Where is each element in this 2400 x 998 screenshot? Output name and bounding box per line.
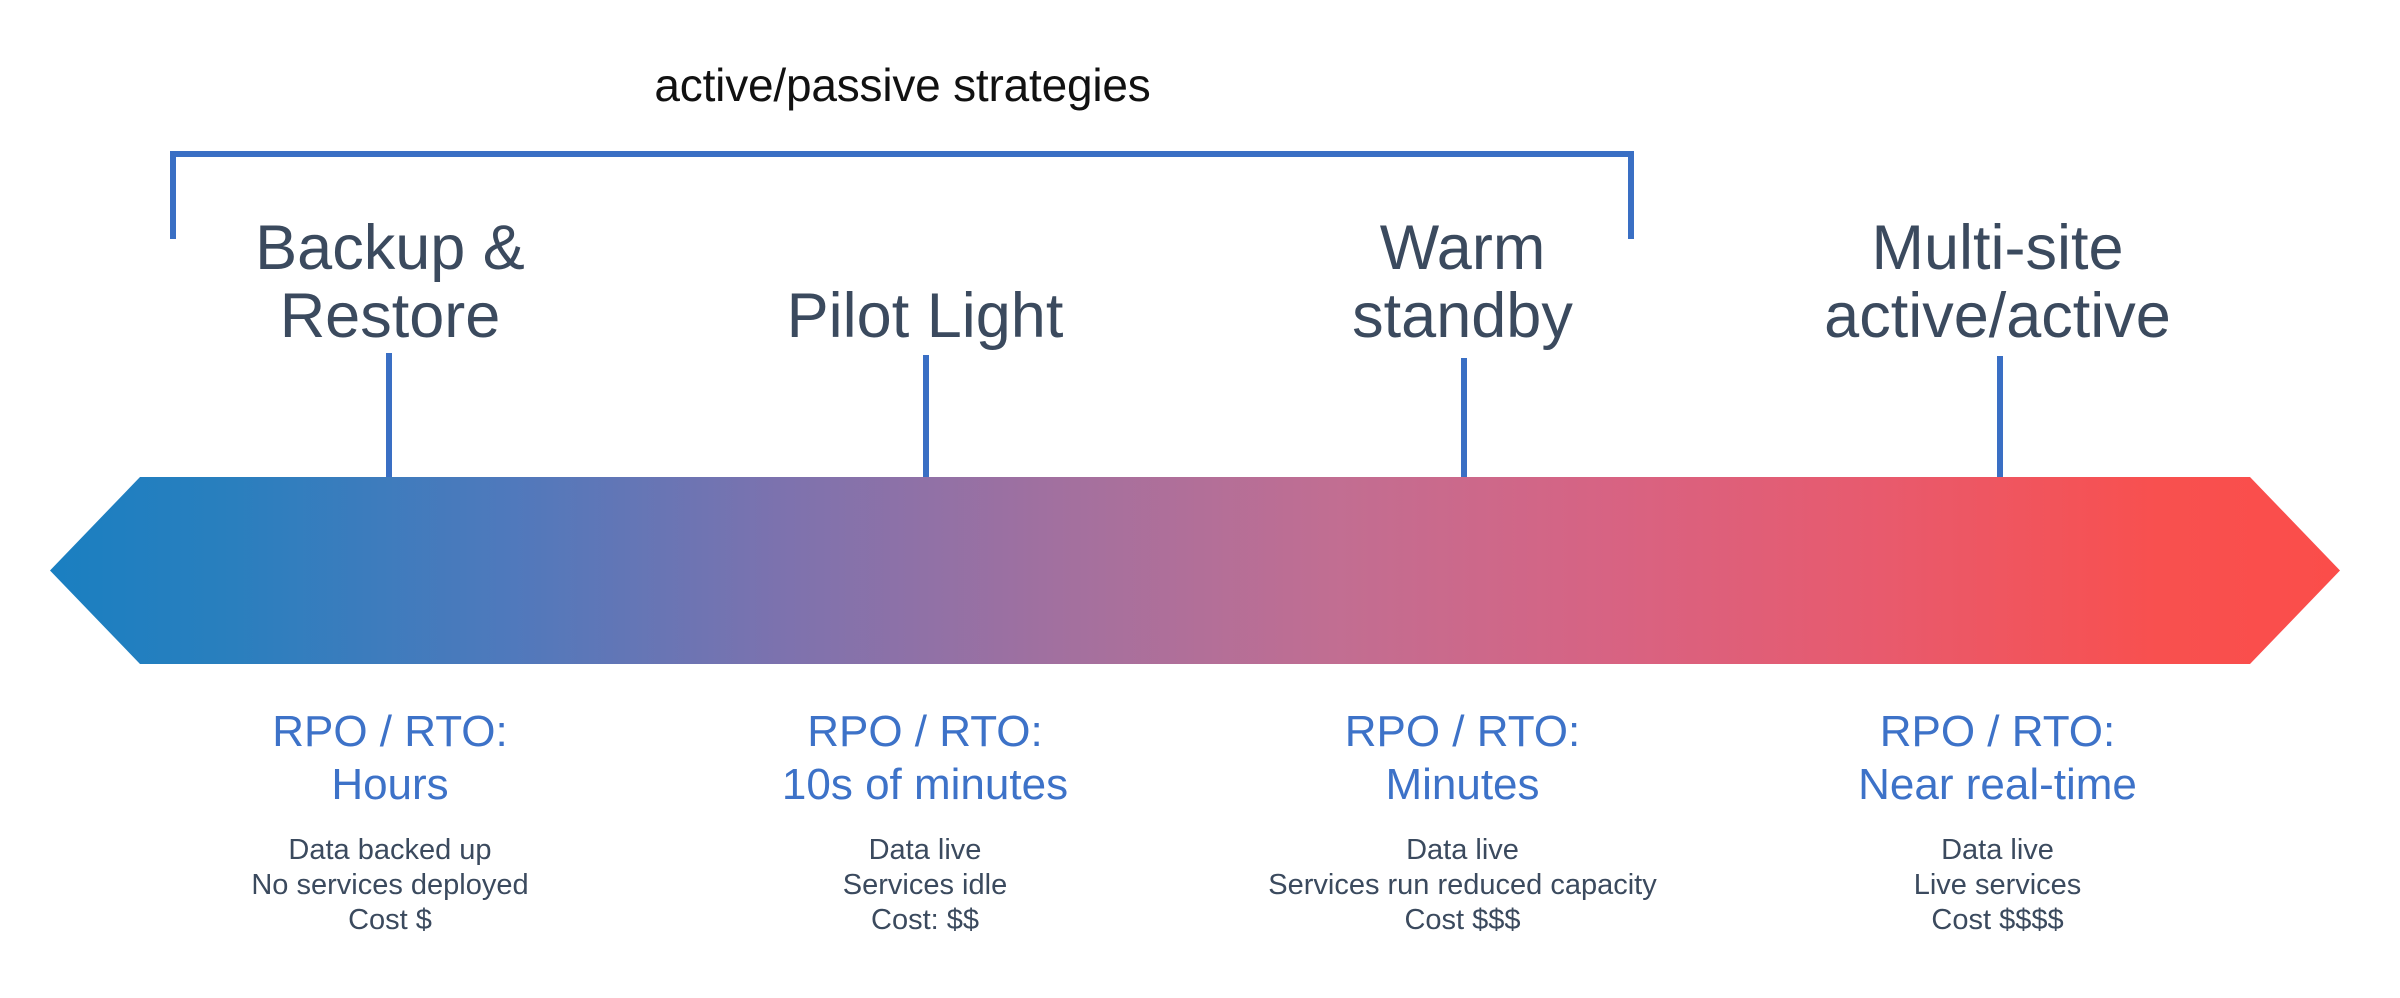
- strategy-heading-warm-standby-wrap: Warm standby: [1215, 190, 1710, 350]
- connector-line-warm-standby: [1461, 358, 1467, 485]
- strategy-column-backup-restore: RPO / RTO: Hours Data backed up No servi…: [140, 705, 640, 938]
- strategy-heading-backup-restore-wrap: Backup & Restore: [140, 190, 640, 350]
- details-warm-standby: Data live Services run reduced capacity …: [1268, 834, 1657, 936]
- strategy-column-multi-site: RPO / RTO: Near real-time Data live Live…: [1750, 705, 2245, 938]
- diagram-caption: active/passive strategies: [654, 59, 1151, 111]
- rpo-rto-pilot-light: RPO / RTO: 10s of minutes: [781, 707, 1069, 809]
- connector-line-multi-site: [1997, 356, 2003, 485]
- details-backup-restore: Data backed up No services deployed Cost…: [251, 834, 529, 936]
- strategy-heading-backup-restore: Backup & Restore: [255, 213, 525, 351]
- details-pilot-light: Data live Services idle Cost: $$: [842, 834, 1008, 936]
- strategy-column-warm-standby: RPO / RTO: Minutes Data live Services ru…: [1190, 705, 1735, 938]
- rpo-rto-backup-restore: RPO / RTO: Hours: [272, 707, 508, 809]
- active-passive-bracket: [170, 151, 1634, 239]
- strategy-heading-multi-site: Multi-site active/active: [1824, 213, 2171, 351]
- details-multi-site: Data live Live services Cost $$$$: [1913, 834, 2082, 936]
- rpo-rto-warm-standby: RPO / RTO: Minutes: [1344, 707, 1581, 809]
- rpo-rto-multi-site: RPO / RTO: Near real-time: [1858, 707, 2137, 809]
- connector-line-pilot-light: [923, 355, 929, 485]
- rpo-rto-gradient-arrow: [50, 477, 2340, 664]
- connector-line-backup-restore: [386, 353, 392, 485]
- strategy-heading-warm-standby: Warm standby: [1352, 213, 1573, 351]
- strategy-heading-pilot-light: Pilot Light: [786, 281, 1064, 351]
- strategy-heading-pilot-light-wrap: Pilot Light: [680, 190, 1170, 350]
- strategy-heading-multi-site-wrap: Multi-site active/active: [1750, 190, 2245, 350]
- strategy-column-pilot-light: RPO / RTO: 10s of minutes Data live Serv…: [680, 705, 1170, 938]
